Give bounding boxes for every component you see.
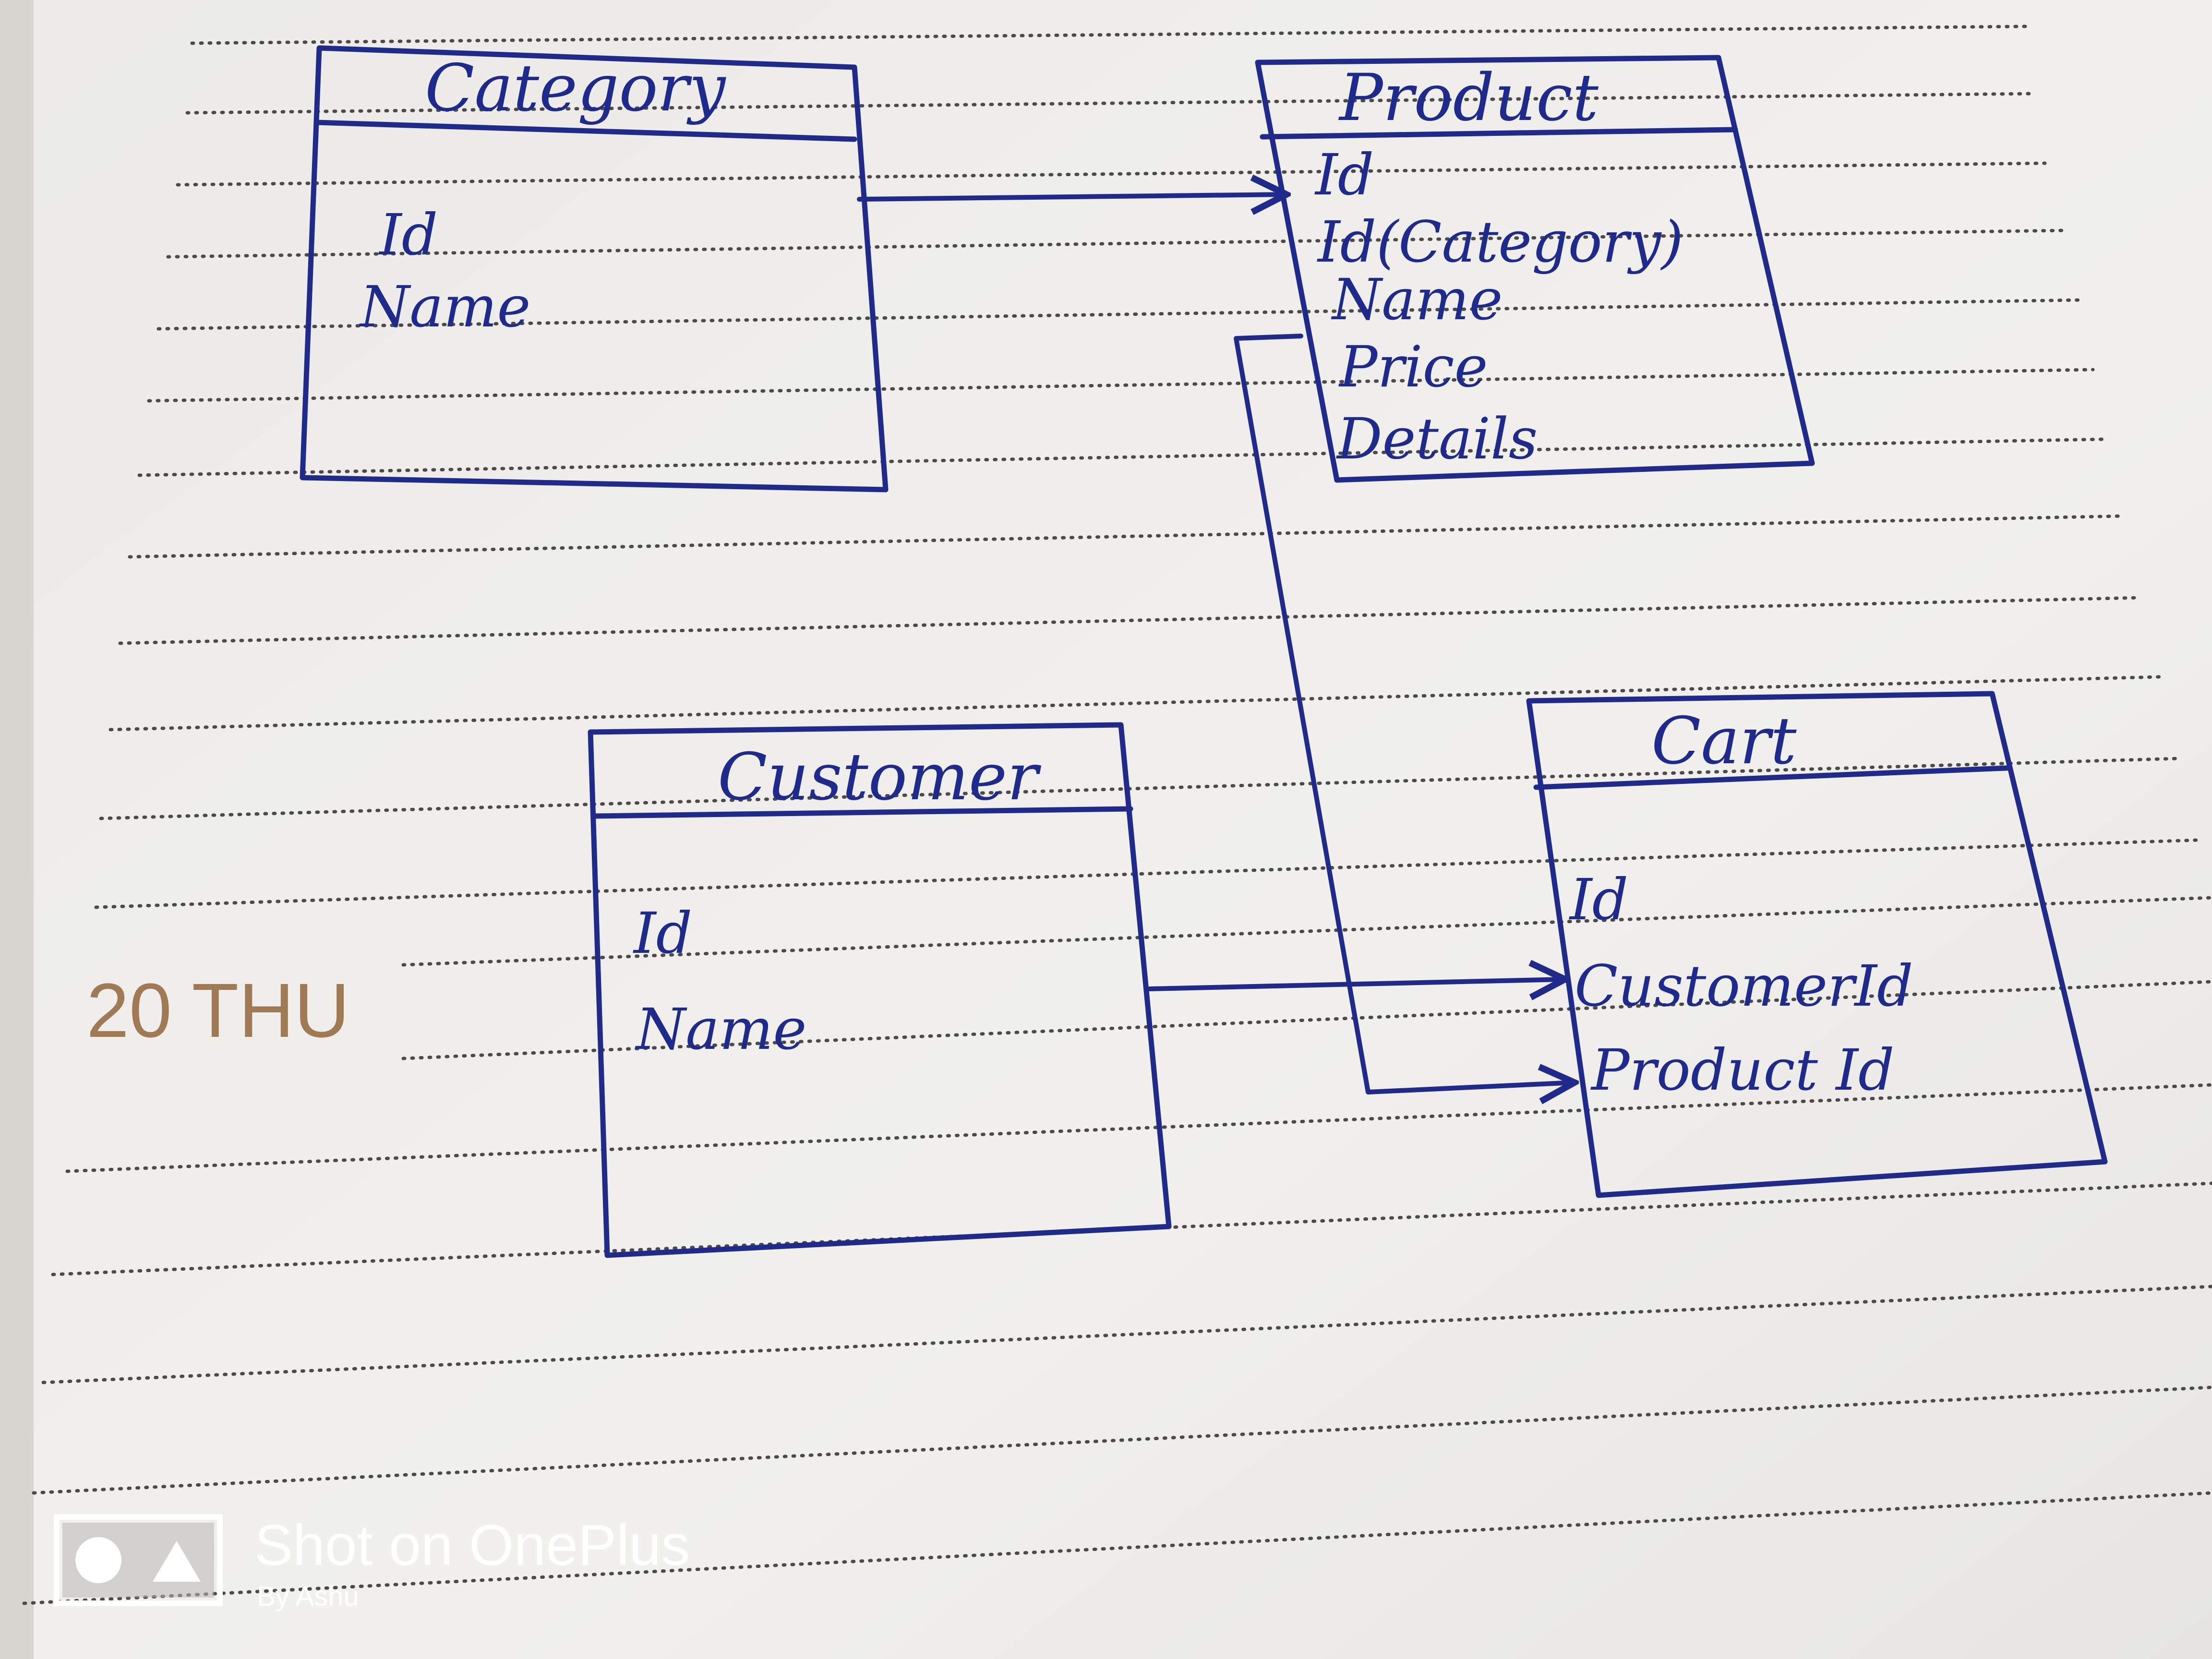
product-attr-price: Price — [1338, 334, 1488, 400]
category-attr-id: Id — [378, 202, 438, 268]
camera-lens-icon — [75, 1537, 121, 1583]
category-box — [300, 45, 889, 493]
date-label: 20 THU — [86, 967, 349, 1053]
watermark: Shot on OnePlus By Ashu — [54, 1513, 690, 1612]
cart-title: Cart — [1651, 703, 1797, 779]
customer-attr-name: Name — [635, 996, 806, 1062]
entity-category: Category Id Name — [300, 45, 889, 493]
triangle-icon — [153, 1541, 201, 1582]
relationships — [857, 194, 1575, 1092]
product-box — [1255, 55, 1815, 483]
cart-attr-product-id: Product Id — [1590, 1037, 1895, 1103]
page-binding-edge — [0, 0, 34, 1659]
customer-attr-id: Id — [633, 900, 692, 966]
relation-category-to-product — [857, 194, 1286, 199]
cart-attr-customer-id: CustomerId — [1575, 953, 1913, 1019]
category-title: Category — [425, 50, 726, 126]
customer-title: Customer — [718, 739, 1042, 815]
relation-customer-to-cart — [1147, 979, 1565, 989]
category-attr-name: Name — [359, 274, 530, 340]
product-title: Product — [1338, 60, 1599, 135]
product-attr-details: Details — [1336, 406, 1538, 472]
cart-attr-id: Id — [1569, 866, 1628, 933]
entity-product: Product Id Id(Category) Name Price Detai… — [1255, 55, 1815, 483]
relation-product-to-cart — [1234, 334, 1575, 1092]
oneplus-camera-icon — [54, 1514, 223, 1606]
customer-box — [588, 722, 1172, 1258]
product-header-divider — [1260, 127, 1738, 140]
entity-cart: Cart Id CustomerId Product Id — [1526, 691, 2108, 1198]
watermark-subtitle: By Ashu — [257, 1581, 359, 1612]
product-attr-category-id: Id(Category) — [1317, 209, 1683, 275]
ruled-lines — [22, 24, 2212, 1605]
cart-box — [1526, 691, 2108, 1198]
product-attr-name: Name — [1331, 266, 1503, 333]
watermark-title: Shot on OnePlus — [254, 1513, 690, 1577]
cart-header-divider — [1533, 765, 2009, 790]
product-attr-id: Id — [1314, 142, 1374, 208]
category-header-divider — [314, 120, 857, 142]
entity-customer: Customer Id Name — [588, 722, 1172, 1258]
customer-header-divider — [592, 806, 1133, 819]
